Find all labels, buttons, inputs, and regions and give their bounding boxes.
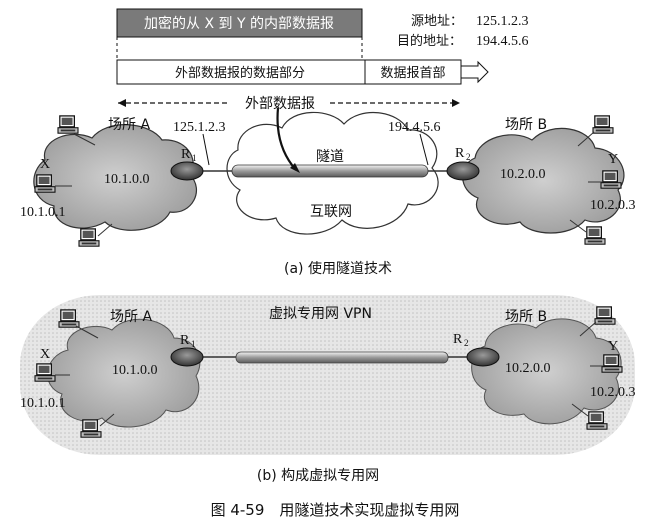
site-b-label-b: 场所 B (505, 309, 547, 325)
host-b3-icon (584, 226, 606, 245)
router-r1-sub-b: 1 (191, 339, 196, 349)
vpn-tube (235, 351, 449, 364)
tunnel-tube (231, 164, 429, 178)
router-r2-sub: 2 (466, 152, 471, 162)
source-addr-value: 125.1.2.3 (476, 14, 529, 29)
caption-b: (b) 构成虚拟专用网 (257, 468, 379, 484)
internet-label: 互联网 (310, 204, 352, 220)
diagram-b: R 1 R 2 虚拟专用网 VPN 场所 A 场所 B 10.1.0.0 10.… (20, 295, 636, 484)
site-a-cloud-b (47, 318, 201, 428)
site-a-cloud (33, 124, 197, 231)
host-y-ip-b: 10.2.0.3 (590, 385, 636, 400)
host-a1-icon (57, 115, 79, 134)
host-x-label: X (40, 157, 50, 172)
vpn-label: 虚拟专用网 VPN (269, 306, 372, 322)
net-a-label-b: 10.1.0.0 (112, 363, 158, 378)
site-b-cloud-b (471, 318, 622, 425)
router-r1-icon-b (170, 347, 204, 367)
router-r2-icon-b (466, 347, 500, 367)
router-r2-sub-b: 2 (464, 338, 469, 348)
outer-header-label: 数据报首部 (380, 66, 445, 81)
dest-addr-value: 194.4.5.6 (476, 34, 529, 49)
host-y-ip: 10.2.0.3 (590, 198, 636, 213)
encrypted-datagram-box: 加密的从 X 到 Y 的内部数据报 (116, 8, 363, 38)
router-r1-sub: 1 (192, 153, 197, 163)
router-r1-label-b: R (180, 333, 190, 348)
router-r2-label-b: R (453, 332, 463, 347)
host-x-label-b: X (40, 347, 50, 362)
vpn-region (20, 295, 635, 455)
host-x-ip-b: 10.1.0.1 (20, 396, 66, 411)
encrypted-datagram-label: 加密的从 X 到 Y 的内部数据报 (144, 15, 334, 32)
tunnel-label: 隧道 (316, 149, 344, 165)
r2-ip: 194.4.5.6 (388, 120, 441, 135)
diagram-a: R 1 R 2 125.1.2.3 194.4.5.6 10.1.0.0 10.… (20, 107, 636, 277)
host-x-ip: 10.1.0.1 (20, 205, 66, 220)
router-r1-icon (170, 161, 204, 181)
encapsulation-arrow (276, 107, 297, 171)
host-b1-icon (592, 115, 614, 134)
site-a-label: 场所 A (108, 117, 150, 133)
router-r2-icon (446, 161, 480, 181)
net-b-label-b: 10.2.0.0 (505, 361, 551, 376)
outer-datagram-span: 外部数据报 (118, 96, 460, 112)
net-b-label: 10.2.0.0 (500, 167, 546, 182)
host-a3-icon (78, 228, 100, 247)
outer-datagram-box: 外部数据报的数据部分 数据报首部 (116, 59, 489, 85)
caption-a: (a) 使用隧道技术 (284, 260, 392, 277)
net-a-label: 10.1.0.0 (104, 172, 150, 187)
r1-ip: 125.1.2.3 (173, 120, 226, 135)
router-r1-label: R (181, 147, 191, 162)
site-b-label: 场所 B (505, 117, 547, 133)
source-addr-label: 源地址： (411, 14, 463, 29)
outer-datagram-label: 外部数据报 (245, 96, 315, 112)
direction-arrow-icon (460, 60, 489, 84)
host-y-label-b: Y (608, 339, 618, 354)
figure-caption: 图 4-59 用隧道技术实现虚拟专用网 (211, 501, 460, 519)
dest-addr-label: 目的地址： (397, 33, 462, 49)
host-b1-icon-b (594, 306, 616, 325)
site-b-cloud (462, 127, 625, 234)
host-y-label: Y (608, 152, 618, 167)
site-a-label-b: 场所 A (110, 309, 152, 325)
router-r2-label: R (455, 146, 465, 161)
outer-data-part-label: 外部数据报的数据部分 (175, 65, 305, 81)
